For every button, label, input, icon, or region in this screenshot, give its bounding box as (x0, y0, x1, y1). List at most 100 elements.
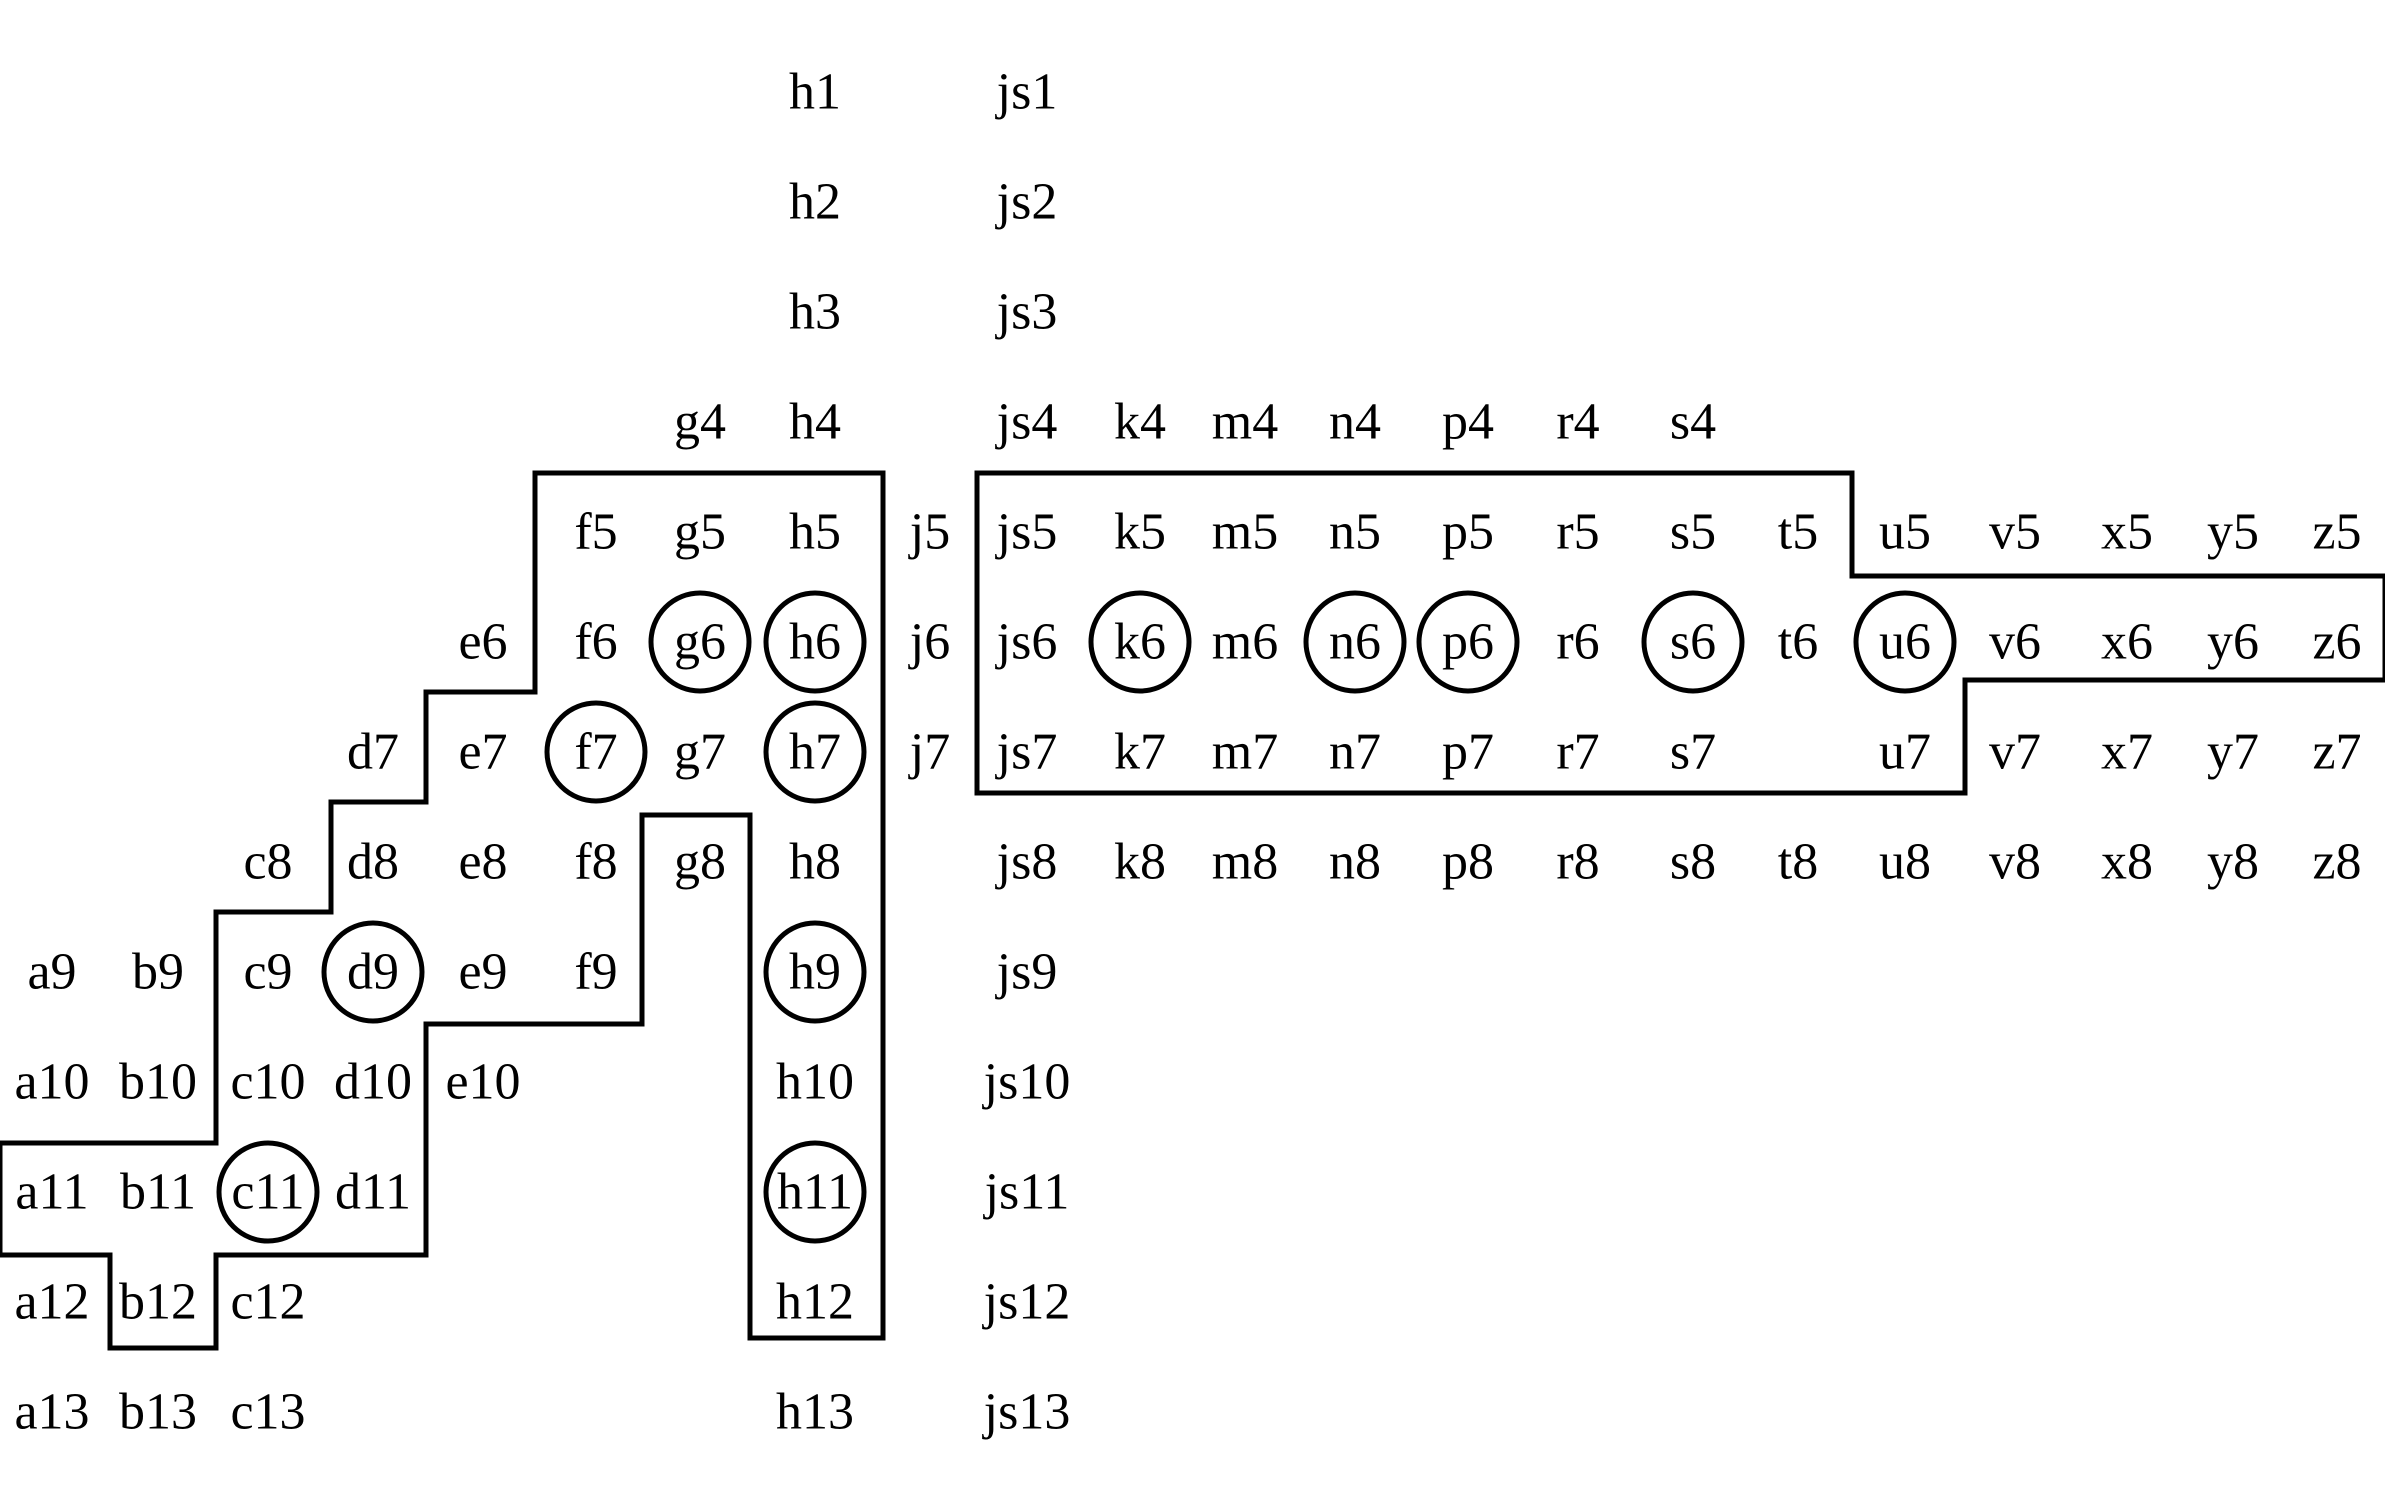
cell-label-b13: b13 (119, 1384, 197, 1441)
cell-label-f8: f8 (574, 834, 617, 891)
cell-label-v5: v5 (1989, 504, 2041, 561)
cell-label-d9: d9 (347, 944, 399, 1001)
cell-label-n7: n7 (1329, 724, 1381, 781)
cell-label-d8: d8 (347, 834, 399, 891)
cell-label-g5: g5 (674, 504, 726, 561)
cell-label-c8: c8 (243, 834, 292, 891)
cell-label-k6: k6 (1114, 614, 1166, 671)
cell-label-f6: f6 (574, 614, 617, 671)
cell-label-f7: f7 (574, 724, 617, 781)
cell-label-p8: p8 (1442, 834, 1494, 891)
cell-label-js13: js13 (982, 1384, 1071, 1441)
cell-label-js5: js5 (995, 504, 1058, 561)
cell-label-u7: u7 (1879, 724, 1931, 781)
cell-label-p6: p6 (1442, 614, 1494, 671)
cell-label-s8: s8 (1670, 834, 1716, 891)
cell-label-k7: k7 (1114, 724, 1166, 781)
cell-label-y8: y8 (2207, 834, 2259, 891)
cell-label-js8: js8 (995, 834, 1058, 891)
circle-marker-h9 (763, 920, 867, 1024)
cell-label-t5: t5 (1778, 504, 1818, 561)
cell-label-b9: b9 (132, 944, 184, 1001)
cell-label-js10: js10 (982, 1054, 1071, 1111)
cell-label-h13: h13 (776, 1384, 854, 1441)
cell-label-t8: t8 (1778, 834, 1818, 891)
cell-label-e10: e10 (445, 1054, 520, 1111)
cell-label-a13: a13 (14, 1384, 89, 1441)
cell-label-s6: s6 (1670, 614, 1716, 671)
cell-label-h12: h12 (776, 1274, 854, 1331)
circle-marker-f7 (544, 700, 648, 804)
cell-label-v6: v6 (1989, 614, 2041, 671)
cell-label-p4: p4 (1442, 394, 1494, 451)
cell-label-n5: n5 (1329, 504, 1381, 561)
cell-label-z5: z5 (2312, 504, 2361, 561)
circle-marker-d9 (321, 920, 425, 1024)
cell-label-g8: g8 (674, 834, 726, 891)
circle-marker-g6 (648, 590, 752, 694)
circle-marker-k6 (1088, 590, 1192, 694)
cell-label-js7: js7 (995, 724, 1058, 781)
cell-label-z8: z8 (2312, 834, 2361, 891)
cell-label-c13: c13 (230, 1384, 305, 1441)
cell-label-y7: y7 (2207, 724, 2259, 781)
cell-label-d11: d11 (335, 1164, 411, 1221)
cell-label-u5: u5 (1879, 504, 1931, 561)
cell-label-k4: k4 (1114, 394, 1166, 451)
cell-label-js12: js12 (982, 1274, 1071, 1331)
cell-label-js3: js3 (995, 284, 1058, 341)
cell-label-r8: r8 (1556, 834, 1599, 891)
circle-marker-h11 (763, 1140, 867, 1244)
cell-label-c11: c11 (231, 1164, 304, 1221)
cell-label-p7: p7 (1442, 724, 1494, 781)
cell-label-s4: s4 (1670, 394, 1716, 451)
cell-label-k8: k8 (1114, 834, 1166, 891)
cell-label-u8: u8 (1879, 834, 1931, 891)
cell-label-r6: r6 (1556, 614, 1599, 671)
cell-label-s5: s5 (1670, 504, 1716, 561)
cell-label-j7: j7 (908, 724, 950, 781)
cell-label-d10: d10 (334, 1054, 412, 1111)
cell-label-x6: x6 (2101, 614, 2153, 671)
cell-label-m4: m4 (1212, 394, 1278, 451)
cell-label-n4: n4 (1329, 394, 1381, 451)
cell-label-g4: g4 (674, 394, 726, 451)
cell-label-h6: h6 (789, 614, 841, 671)
cell-label-y5: y5 (2207, 504, 2259, 561)
cell-label-b11: b11 (120, 1164, 196, 1221)
cell-label-s7: s7 (1670, 724, 1716, 781)
cell-label-js2: js2 (995, 174, 1058, 231)
cell-label-c9: c9 (243, 944, 292, 1001)
cell-label-c10: c10 (230, 1054, 305, 1111)
cell-label-x7: x7 (2101, 724, 2153, 781)
cell-label-n6: n6 (1329, 614, 1381, 671)
circle-markers (216, 590, 1957, 1244)
cell-label-h4: h4 (789, 394, 841, 451)
circle-marker-h7 (763, 700, 867, 804)
left-stepped-region (0, 470, 886, 1351)
cell-label-r7: r7 (1556, 724, 1599, 781)
cell-label-js1: js1 (995, 64, 1058, 121)
cell-label-f5: f5 (574, 504, 617, 561)
cell-label-e7: e7 (458, 724, 507, 781)
cell-label-js4: js4 (995, 394, 1058, 451)
circle-marker-c11 (216, 1140, 320, 1244)
cell-label-t6: t6 (1778, 614, 1818, 671)
cell-label-v7: v7 (1989, 724, 2041, 781)
cell-label-r5: r5 (1556, 504, 1599, 561)
cell-label-js9: js9 (995, 944, 1058, 1001)
region-outlines (0, 470, 2385, 1351)
cell-label-h11: h11 (777, 1164, 853, 1221)
cell-label-h1: h1 (789, 64, 841, 121)
cell-label-j5: j5 (908, 504, 950, 561)
cell-label-k5: k5 (1114, 504, 1166, 561)
cell-label-x8: x8 (2101, 834, 2153, 891)
cell-label-u6: u6 (1879, 614, 1931, 671)
cell-label-a10: a10 (14, 1054, 89, 1111)
cell-label-a12: a12 (14, 1274, 89, 1331)
cell-label-h2: h2 (789, 174, 841, 231)
cell-label-h8: h8 (789, 834, 841, 891)
cell-label-c12: c12 (230, 1274, 305, 1331)
